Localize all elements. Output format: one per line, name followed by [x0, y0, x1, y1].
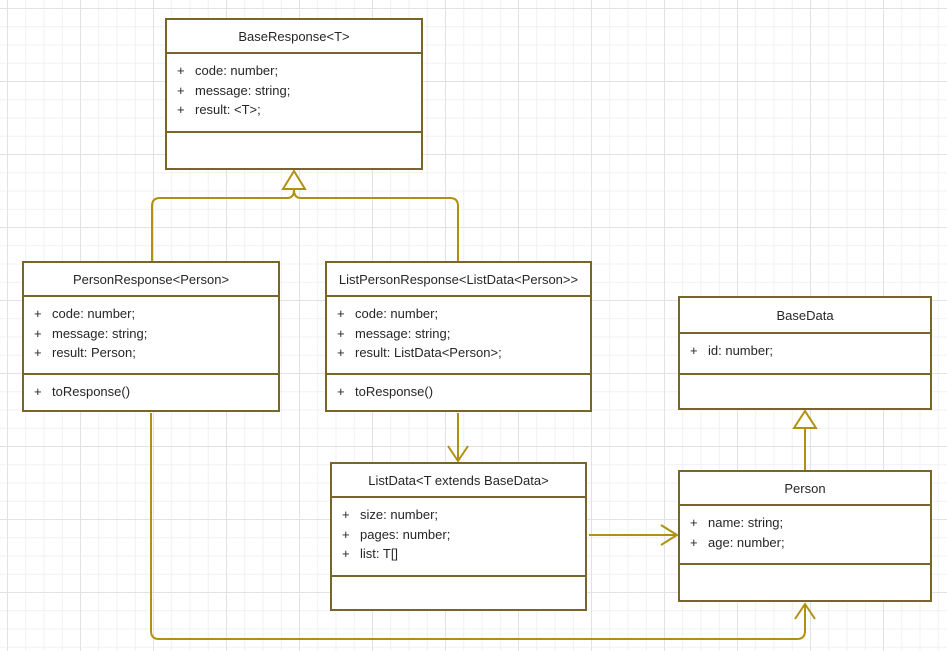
class-box-baseresponse[interactable]: BaseResponse<T> + code: number; + messag…: [165, 18, 423, 170]
attribute-text: code: number;: [195, 63, 279, 78]
methods-compartment: [680, 565, 930, 600]
attributes-compartment: + code: number; + message: string; + res…: [167, 54, 421, 133]
attributes-compartment: + code: number; + message: string; + res…: [327, 297, 590, 375]
attribute-text: message: string;: [52, 325, 148, 341]
visibility-plus: +: [337, 306, 345, 321]
methods-compartment: + toResponse(): [327, 375, 590, 410]
attribute-text: message: string;: [195, 82, 291, 98]
open-arrowhead-up-icon: [794, 602, 816, 620]
attribute-text: message: string;: [355, 325, 451, 341]
visibility-plus: +: [34, 384, 42, 399]
methods-compartment: [332, 577, 585, 609]
visibility-plus: +: [337, 345, 345, 360]
attribute-row: + code: number;: [24, 304, 278, 324]
generalization-edge-listpersonresponse-to-baseresponse[interactable]: [293, 189, 459, 261]
methods-compartment: + toResponse(): [24, 375, 278, 410]
visibility-plus: +: [342, 526, 350, 542]
attributes-compartment: + size: number; + pages: number; + list:…: [332, 498, 585, 577]
attributes-compartment: + id: number;: [680, 334, 930, 375]
attribute-row: + age: number;: [680, 533, 930, 553]
class-box-person[interactable]: Person + name: string; + age: number;: [678, 470, 932, 602]
attribute-text: size: number;: [360, 507, 439, 522]
visibility-plus: +: [337, 325, 345, 341]
visibility-plus: +: [690, 534, 698, 550]
attribute-text: result: ListData<Person>;: [355, 345, 502, 360]
attribute-row: + result: ListData<Person>;: [327, 343, 590, 363]
class-box-listdata[interactable]: ListData<T extends BaseData> + size: num…: [330, 462, 587, 611]
inheritance-triangle-icon[interactable]: [281, 169, 307, 190]
methods-compartment: [167, 133, 421, 168]
open-arrowhead-down-icon: [447, 445, 469, 463]
class-box-listpersonresponse[interactable]: ListPersonResponse<ListData<Person>> + c…: [325, 261, 592, 412]
attribute-row: + message: string;: [167, 81, 421, 101]
inheritance-triangle-icon[interactable]: [792, 409, 818, 429]
attribute-text: result: Person;: [52, 345, 136, 360]
method-text: toResponse(): [355, 384, 434, 399]
attribute-text: id: number;: [708, 343, 774, 358]
visibility-plus: +: [34, 325, 42, 341]
visibility-plus: +: [177, 102, 185, 117]
attribute-row: + message: string;: [24, 324, 278, 344]
visibility-plus: +: [177, 82, 185, 98]
attribute-row: + list: T[]: [332, 544, 585, 564]
attribute-row: + code: number;: [167, 61, 421, 81]
class-title: BaseResponse<T>: [167, 20, 421, 54]
attribute-text: name: string;: [708, 515, 784, 530]
method-text: toResponse(): [52, 384, 131, 399]
attribute-text: code: number;: [355, 306, 439, 321]
method-row: + toResponse(): [24, 382, 278, 402]
method-row: + toResponse(): [327, 382, 590, 402]
visibility-plus: +: [337, 384, 345, 399]
association-edge-personresponse-to-person[interactable]: [150, 413, 806, 640]
class-title: BaseData: [680, 298, 930, 334]
attribute-row: + id: number;: [680, 341, 930, 361]
attribute-row: + message: string;: [327, 324, 590, 344]
class-box-basedata[interactable]: BaseData + id: number;: [678, 296, 932, 410]
attribute-row: + size: number;: [332, 505, 585, 525]
visibility-plus: +: [177, 63, 185, 78]
open-arrowhead-right-icon: [660, 524, 679, 546]
methods-compartment: [680, 375, 930, 408]
attribute-row: + name: string;: [680, 513, 930, 533]
attribute-row: + code: number;: [327, 304, 590, 324]
visibility-plus: +: [34, 306, 42, 321]
class-title: ListData<T extends BaseData>: [332, 464, 585, 498]
visibility-plus: +: [342, 507, 350, 522]
attributes-compartment: + code: number; + message: string; + res…: [24, 297, 278, 375]
generalization-edge-personresponse-to-baseresponse[interactable]: [151, 189, 295, 261]
attribute-text: list: T[]: [360, 546, 399, 561]
attribute-text: result: <T>;: [195, 102, 261, 117]
attribute-row: + pages: number;: [332, 525, 585, 545]
visibility-plus: +: [34, 345, 42, 360]
attribute-text: age: number;: [708, 534, 785, 550]
class-box-personresponse[interactable]: PersonResponse<Person> + code: number; +…: [22, 261, 280, 412]
attribute-row: + result: <T>;: [167, 100, 421, 120]
visibility-plus: +: [690, 343, 698, 358]
attribute-row: + result: Person;: [24, 343, 278, 363]
attributes-compartment: + name: string; + age: number;: [680, 506, 930, 565]
visibility-plus: +: [690, 515, 698, 530]
class-title: ListPersonResponse<ListData<Person>>: [327, 263, 590, 297]
attribute-text: code: number;: [52, 306, 136, 321]
visibility-plus: +: [342, 546, 350, 561]
class-title: PersonResponse<Person>: [24, 263, 278, 297]
class-title: Person: [680, 472, 930, 506]
attribute-text: pages: number;: [360, 526, 451, 542]
